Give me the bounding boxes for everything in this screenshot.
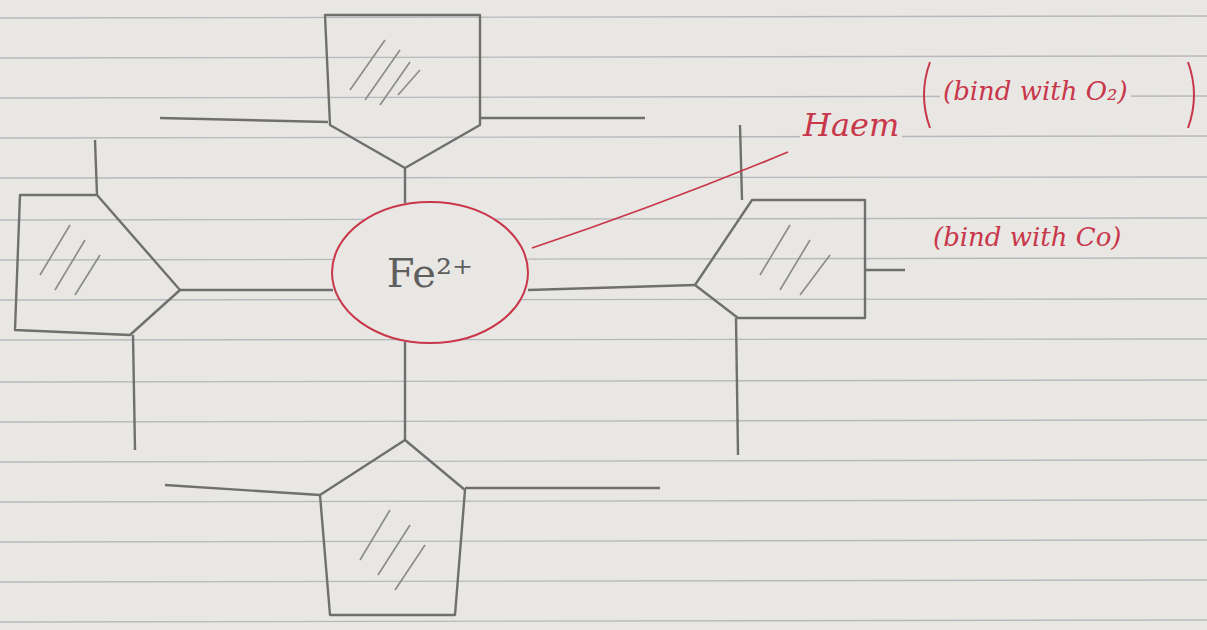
leader-line (532, 152, 788, 248)
bond-line (404, 168, 406, 203)
brackets (924, 62, 1194, 128)
rule-line (0, 299, 1207, 300)
hatch (398, 70, 420, 95)
rule-line (0, 420, 1207, 422)
hatch (40, 225, 70, 275)
pyrrole-ring (15, 195, 180, 335)
side-chain (865, 269, 905, 271)
hatch (395, 545, 425, 590)
hatch (378, 525, 410, 575)
hatch (55, 240, 85, 290)
element-symbol: Fe²⁺ (387, 250, 473, 296)
note-label: (bind with Co) (930, 222, 1124, 252)
ring-shading (40, 40, 830, 590)
rule-line (0, 258, 1207, 260)
rule-line (0, 177, 1207, 178)
pyrrole-rings (15, 15, 905, 615)
side-chain (165, 485, 320, 495)
hatch (760, 225, 790, 275)
rule-line (0, 580, 1207, 582)
pyrrole-ring (695, 200, 865, 318)
rule-line (0, 460, 1207, 462)
side-chain (740, 125, 742, 200)
side-chain (736, 318, 738, 455)
bond-line (180, 289, 333, 291)
hatch (800, 255, 830, 295)
rule-line (0, 620, 1207, 622)
pyrrole-ring (325, 15, 480, 168)
side-chain (95, 140, 97, 195)
hatch (365, 50, 400, 100)
pyrrole-ring (320, 440, 465, 615)
callout-label: Haem (800, 106, 902, 144)
hatch (780, 240, 810, 290)
hatch (350, 40, 385, 90)
rule-line (0, 540, 1207, 542)
hatch (75, 255, 100, 295)
rule-line (0, 380, 1207, 382)
side-chain (480, 117, 645, 119)
side-chain (133, 335, 135, 450)
bracket (924, 62, 930, 128)
side-chain (160, 118, 328, 122)
hatch (380, 62, 410, 105)
ruled-lines (0, 16, 1207, 622)
bracket (1188, 62, 1194, 128)
note-label: (bind with O₂) (940, 76, 1131, 106)
rule-line (0, 16, 1207, 18)
bond-line (404, 342, 406, 440)
side-chain (465, 487, 660, 489)
rule-line (0, 218, 1207, 220)
hatch (360, 510, 390, 560)
rule-line (0, 339, 1207, 340)
bond-line (528, 285, 695, 290)
metal-ion-circle: Fe²⁺ (330, 200, 530, 345)
circle-outline (332, 202, 528, 343)
rule-line (0, 136, 1207, 138)
rule-line (0, 56, 1207, 58)
rule-line (0, 500, 1207, 502)
